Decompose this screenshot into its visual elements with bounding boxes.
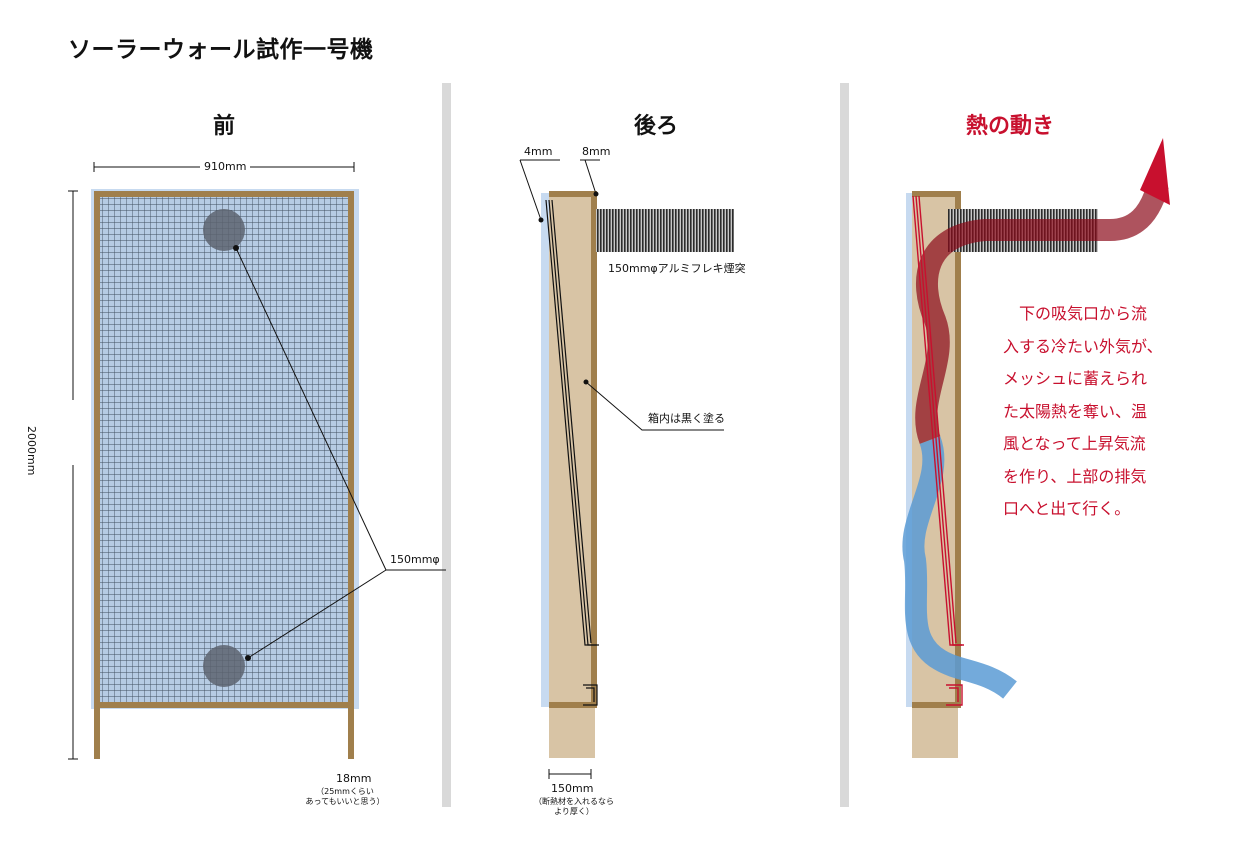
depth-note-line-2: より厚く） — [554, 807, 594, 816]
flow-description-line: を作り、上部の排気 — [1003, 466, 1147, 486]
front-frame-left-post — [94, 191, 100, 759]
front-top-hole — [203, 209, 245, 251]
front-view — [68, 162, 446, 760]
depth-note: （断熱材を入れるなら より厚く） — [524, 797, 624, 817]
flow-description-line: 下の吸気口から流 — [1003, 304, 1148, 323]
front-mesh — [99, 196, 349, 703]
cold-air-flow — [902, 436, 1017, 699]
back-view — [519, 159, 734, 779]
leg-note: （25mmくらい あってもいいと思う） — [300, 787, 390, 807]
hole-label: 150mmφ — [390, 553, 440, 566]
front-frame-right-post — [348, 191, 354, 759]
duct-label: 150mmφアルミフレキ煙突 — [608, 262, 746, 275]
depth-label: 150mm — [551, 782, 594, 795]
flow-view — [902, 138, 1170, 758]
leg-note-line-1: （25mmくらい — [316, 787, 374, 796]
paint-label: 箱内は黒く塗る — [648, 412, 725, 425]
paint-leader — [585, 381, 724, 431]
height-label: 2000mm — [25, 426, 38, 476]
label-8mm: 8mm — [582, 145, 611, 158]
flow-heading: 熱の動き — [965, 114, 1054, 139]
leg-label: 18mm — [336, 772, 372, 785]
page-title: ソーラーウォール試作一号機 — [68, 37, 374, 63]
front-frame-top-rail — [94, 191, 354, 197]
back-duct — [596, 209, 734, 252]
front-bottom-hole — [203, 645, 245, 687]
hot-air-flow — [915, 181, 1169, 444]
flow-description-line: メッシュに蓄えられ — [1003, 369, 1148, 388]
depth-note-line-1: （断熱材を入れるなら — [534, 797, 614, 806]
label-4mm: 4mm — [524, 145, 553, 158]
front-heading: 前 — [212, 114, 235, 139]
panel-divider-left — [442, 83, 451, 807]
back-glazing — [541, 193, 549, 707]
flow-description: 下の吸気口から流 入する冷たい外気が、 メッシュに蓄えられ た太陽熱を奪い、温 … — [1003, 298, 1183, 526]
back-heading: 後ろ — [633, 114, 678, 139]
leg-note-line-2: あってもいいと思う） — [305, 797, 385, 806]
flow-description-line: た太陽熱を奪い、温 — [1003, 401, 1148, 421]
width-label: 910mm — [204, 160, 247, 173]
flow-mesh-lines — [912, 195, 964, 706]
hole-leader-top — [235, 247, 387, 571]
hole-leader-bottom — [247, 569, 387, 659]
flow-description-line: 入する冷たい外気が、 — [1003, 336, 1163, 356]
front-frame-bottom-rail — [94, 702, 354, 708]
flow-description-line: 風となって上昇気流 — [1003, 434, 1146, 453]
back-mesh-lines — [545, 199, 599, 706]
flow-description-line: 口へと出て行く。 — [1003, 499, 1131, 518]
back-panel — [591, 191, 597, 708]
panel-divider-right — [840, 83, 849, 807]
hot-air-arrow-head — [1140, 138, 1170, 205]
